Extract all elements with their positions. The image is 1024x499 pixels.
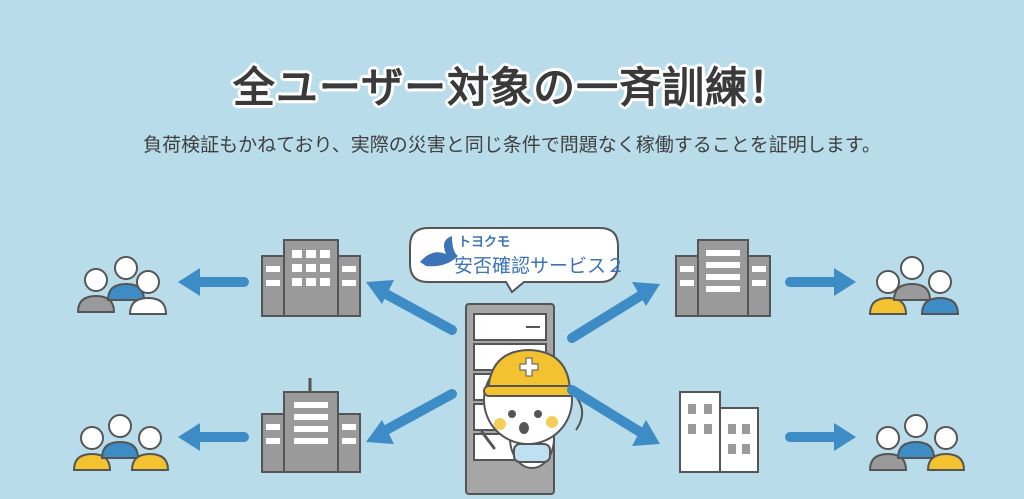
dove-logo-icon [420,236,458,267]
brand-service-name: 安否確認サービス２ [454,255,625,277]
headline: 全ユーザー対象の一斉訓練！ [232,63,792,112]
arrow-head-left-top [178,268,200,296]
people-group-icon-lower-right [869,414,965,471]
office-building-icon-upper-left [261,239,361,317]
arrow-head-left-bottom [178,423,200,451]
description: 負荷検証もかねており、実際の災害と同じ条件で問題なく稼働することを証明します。 [143,134,881,156]
arrow-head-lower-right [632,420,660,446]
arrow-head-lower-left [366,420,394,444]
people-group-icon-upper-left [77,256,167,315]
people-group-icon-lower-left [73,414,169,471]
brand-speech-bubble: トヨクモ 安否確認サービス２ [409,227,625,294]
people-group-icon-upper-right [869,256,959,315]
office-building-icon-upper-right [675,239,771,317]
office-building-icon-lower-right [679,391,759,473]
arrow-head-upper-left [366,280,394,304]
arrow-head-right-bottom [834,423,856,451]
building-to-people-arrows [191,277,843,442]
arrow-head-right-top [834,268,856,296]
server-to-building-arrows [381,289,645,437]
arrow-head-upper-right [632,282,660,306]
brand-name: トヨクモ [458,235,510,250]
mascot-helmet-character-icon [480,348,583,469]
office-building-icon-lower-left [261,378,361,473]
